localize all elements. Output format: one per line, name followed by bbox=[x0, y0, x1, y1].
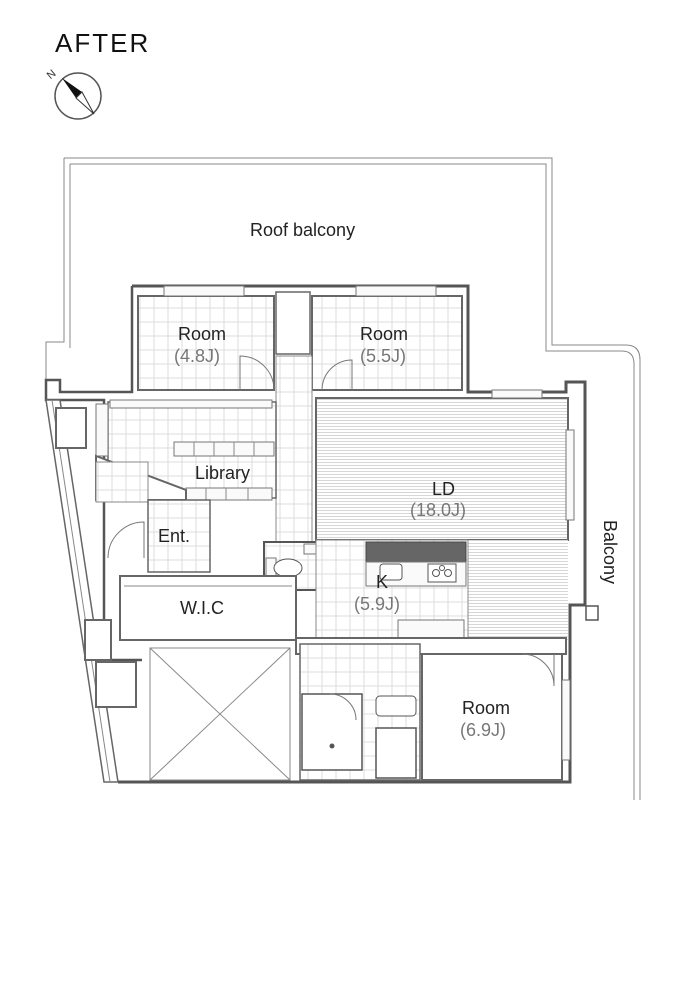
bathtub-area bbox=[301, 693, 363, 771]
washer-icon bbox=[375, 727, 417, 779]
library-shelves bbox=[95, 403, 275, 501]
ld-size: (18.0J) bbox=[410, 500, 466, 520]
left-exterior-strip bbox=[45, 399, 119, 783]
room-a-floor bbox=[137, 295, 275, 391]
entry-tiles bbox=[95, 461, 149, 503]
entrance-label: Ent. bbox=[158, 526, 190, 546]
compass-north-label: N bbox=[45, 68, 59, 82]
wic-floor bbox=[119, 575, 297, 641]
corridor bbox=[275, 355, 313, 543]
void-area bbox=[149, 647, 291, 781]
ld-floor bbox=[315, 397, 569, 541]
room-b-size: (5.5J) bbox=[360, 346, 406, 366]
ld-floor-lower bbox=[466, 540, 568, 640]
room-a-size: (4.8J) bbox=[174, 346, 220, 366]
kitchen-size: (5.9J) bbox=[354, 594, 400, 614]
room-c-size: (6.9J) bbox=[460, 720, 506, 740]
compass-icon: N bbox=[45, 68, 102, 120]
roof-balcony-label: Roof balcony bbox=[250, 220, 355, 240]
library-label: Library bbox=[195, 463, 250, 483]
door-room-b bbox=[321, 359, 353, 391]
closet-top bbox=[275, 291, 311, 355]
washbasin-icon bbox=[375, 695, 417, 717]
stove-icon bbox=[427, 563, 457, 583]
ld-name: LD bbox=[432, 479, 455, 499]
kitchen-name: K bbox=[376, 572, 388, 592]
room-b-name: Room bbox=[360, 324, 408, 344]
room-c-name: Room bbox=[462, 698, 510, 718]
kitchen-counter bbox=[365, 541, 467, 639]
plan-title: AFTER bbox=[55, 28, 150, 58]
door-entrance bbox=[107, 521, 145, 559]
room-c-floor bbox=[421, 653, 563, 781]
roof-balcony-outline bbox=[45, 157, 641, 800]
wic-label: W.I.C bbox=[180, 598, 224, 618]
balcony-label: Balcony bbox=[600, 520, 620, 584]
door-room-a bbox=[239, 355, 275, 391]
sink-icon bbox=[379, 563, 403, 581]
entrance-floor bbox=[147, 499, 211, 573]
room-a-name: Room bbox=[178, 324, 226, 344]
outer-wall-left bbox=[44, 286, 142, 662]
balcony-faucet-icon bbox=[585, 605, 599, 621]
door-room-c bbox=[521, 653, 555, 687]
